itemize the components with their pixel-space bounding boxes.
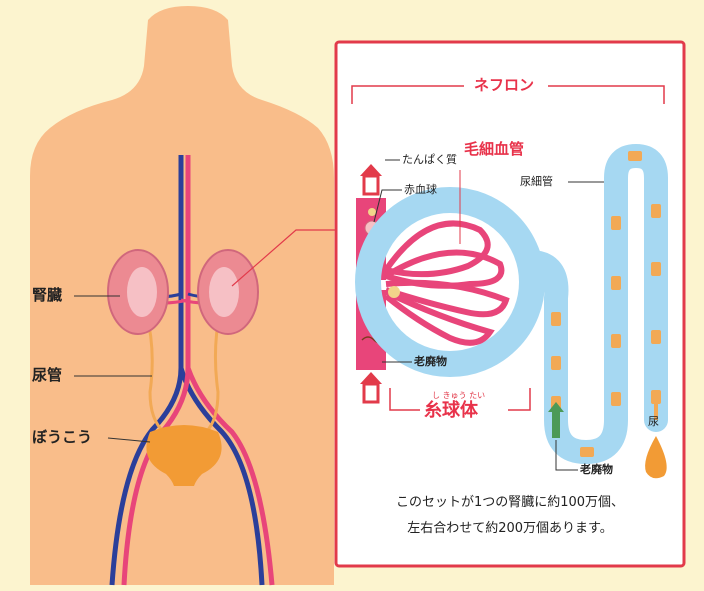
label-urine: 尿	[648, 416, 659, 427]
label-bladder: ぼうこう	[32, 430, 92, 445]
glomerulus-center	[388, 286, 400, 298]
label-red-blood-cell: 赤血球	[404, 184, 437, 195]
label-waste-left: 老廃物	[414, 356, 447, 367]
label-kidney: 腎臓	[32, 288, 62, 303]
label-waste-right: 老廃物	[580, 464, 613, 475]
caption-line-2: 左右合わせて約200万個あります。	[340, 522, 680, 535]
label-tubule: 尿細管	[520, 176, 553, 187]
kidney-left	[108, 250, 168, 334]
kidney-right	[198, 250, 258, 334]
protein-dot	[368, 208, 376, 216]
caption-line-1: このセットが1つの腎臓に約100万個、	[340, 496, 680, 509]
label-nephron: ネフロン	[474, 78, 534, 93]
nephron-panel	[336, 42, 684, 566]
label-ureter: 尿管	[32, 368, 62, 383]
label-capillary: 毛細血管	[464, 142, 524, 157]
label-glomerulus: 糸球体	[424, 402, 478, 420]
label-protein: たんぱく質	[402, 154, 457, 165]
label-glomerulus-ruby: し きゅう たい	[432, 392, 485, 400]
